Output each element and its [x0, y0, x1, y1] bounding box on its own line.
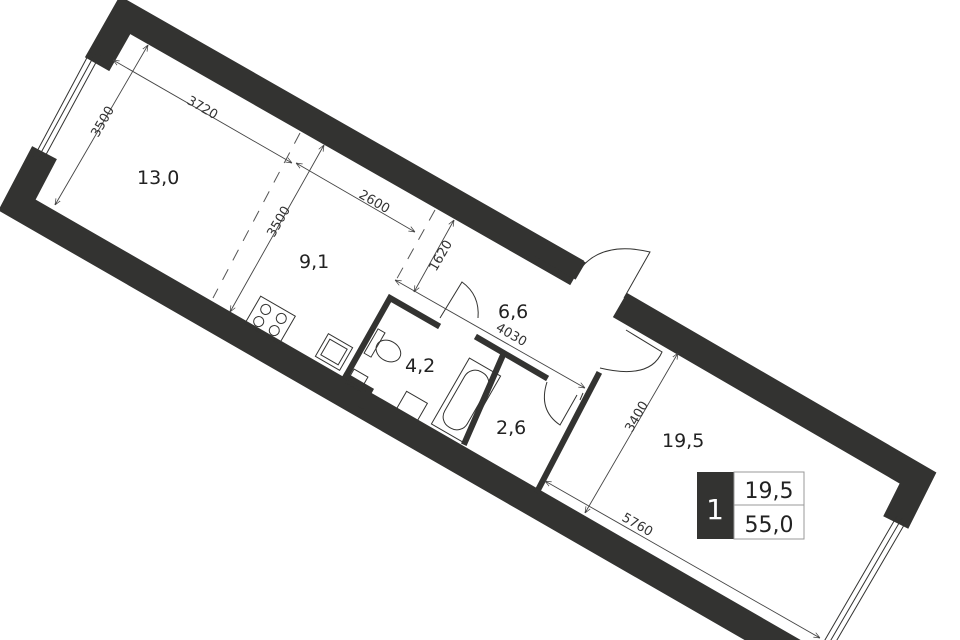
dim-bedroom-length: 5760: [619, 510, 655, 540]
total-area-value: 55,0: [745, 513, 794, 538]
room-area-storage: 2,6: [496, 417, 526, 439]
dim-kitchen-length: 2600: [356, 187, 392, 217]
room-area-bathroom: 4,2: [405, 355, 435, 377]
dim-hall-width: 1620: [426, 238, 456, 274]
exterior-walls: [0, 0, 937, 640]
room-area-bedroom: 19,5: [662, 430, 704, 452]
room-area-living: 13,0: [137, 167, 179, 189]
room-area-kitchen: 9,1: [299, 251, 329, 273]
washbasin-small-icon: [345, 368, 369, 392]
bathroom-door[interactable]: [439, 281, 479, 319]
room-area-hall: 6,6: [498, 301, 528, 323]
dimension-lines: [55, 45, 820, 638]
rooms-count: 1: [706, 493, 724, 526]
summary-box: 1 19,5 55,0: [697, 471, 805, 540]
dim-living-width: 3500: [88, 104, 118, 140]
sink-icon: [314, 333, 354, 371]
zone-divider-kitchen-hall: [394, 209, 436, 283]
bathtub-icon: [430, 357, 502, 443]
living-area-value: 19,5: [745, 479, 794, 504]
washbasin-icon: [395, 390, 429, 422]
window-right: [824, 515, 908, 640]
dim-living-length: 3720: [184, 93, 220, 123]
dim-bedroom-width: 3400: [622, 399, 652, 435]
dim-kitchen-width: 3500: [264, 204, 294, 240]
